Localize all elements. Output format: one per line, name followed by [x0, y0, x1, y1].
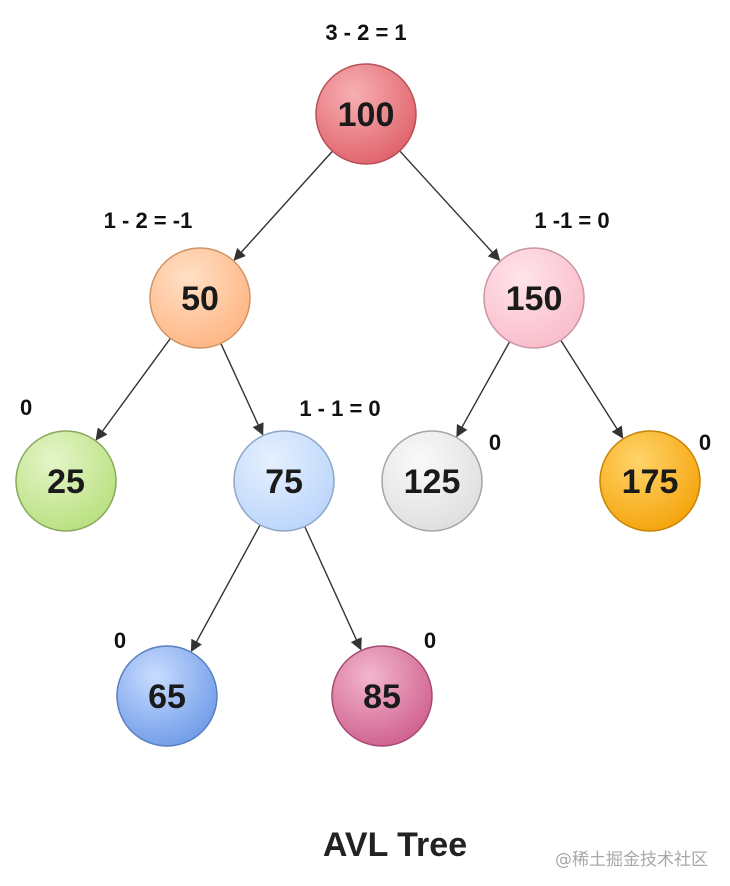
node-circle [149, 247, 251, 349]
edges-layer [95, 150, 624, 653]
balance-factor-25: 0 [20, 395, 32, 420]
edge-75-to-65 [190, 524, 261, 653]
node-circle [483, 247, 585, 349]
node-value: 175 [622, 463, 679, 501]
node-circle [381, 430, 483, 532]
balance-factor-65: 0 [114, 628, 126, 653]
node-value: 125 [404, 463, 461, 501]
tree-node-100: 100 [315, 63, 417, 165]
edge-150-to-125 [456, 341, 511, 438]
node-circle [233, 430, 335, 532]
balance-factor-50: 1 - 2 = -1 [104, 208, 193, 233]
tree-node-25: 25 [15, 430, 117, 532]
tree-node-175: 175 [599, 430, 701, 532]
node-value: 65 [148, 678, 186, 716]
tree-node-65: 65 [116, 645, 218, 747]
node-value: 75 [265, 463, 303, 501]
balance-factor-175: 0 [699, 430, 711, 455]
node-value: 25 [47, 463, 85, 501]
node-circle [116, 645, 218, 747]
tree-node-125: 125 [381, 430, 483, 532]
balance-factor-85: 0 [424, 628, 436, 653]
balance-factor-100: 3 - 2 = 1 [325, 20, 406, 45]
nodes-layer: 100 50 150 25 75 125 175 65 85 [15, 63, 701, 747]
edge-50-to-25 [95, 337, 172, 441]
edge-50-to-75 [220, 343, 264, 436]
node-circle [599, 430, 701, 532]
balance-factor-150: 1 -1 = 0 [534, 208, 609, 233]
balance-factor-125: 0 [489, 430, 501, 455]
edge-100-to-50 [233, 150, 334, 261]
node-circle [331, 645, 433, 747]
tree-node-75: 75 [233, 430, 335, 532]
edge-150-to-175 [560, 339, 624, 439]
balance-labels-layer: 3 - 2 = 1 1 - 2 = -1 1 -1 = 0 0 1 - 1 = 0 0 0 0… [20, 20, 711, 653]
node-value: 100 [338, 96, 395, 134]
tree-node-50: 50 [149, 247, 251, 349]
node-value: 85 [363, 678, 401, 716]
node-circle [315, 63, 417, 165]
edge-75-to-85 [304, 526, 362, 651]
watermark: @稀土掘金技术社区 [555, 850, 708, 870]
diagram-title: AVL Tree [322, 826, 468, 864]
balance-factor-75: 1 - 1 = 0 [299, 396, 380, 421]
tree-node-85: 85 [331, 645, 433, 747]
edge-100-to-150 [399, 150, 501, 262]
tree-node-150: 150 [483, 247, 585, 349]
node-circle [15, 430, 117, 532]
node-value: 150 [506, 280, 563, 318]
node-value: 50 [181, 280, 219, 318]
